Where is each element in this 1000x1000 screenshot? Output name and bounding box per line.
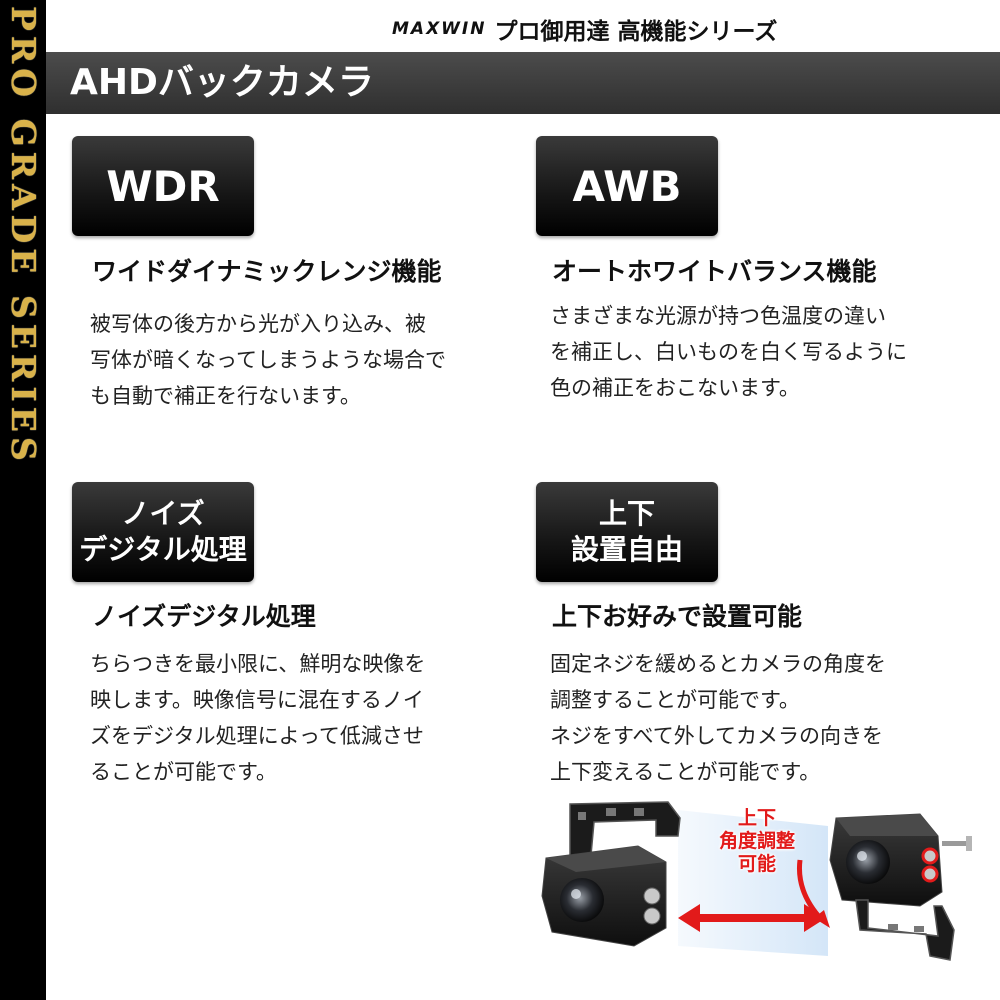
wdr-badge: WDR (72, 136, 254, 236)
annotation-line: 可能 (737, 853, 776, 875)
wdr-desc-line: も自動で補正を行ないます。 (90, 384, 361, 408)
awb-description: さまざまな光源が持つ色温度の違い を補正し、白いものを白く写るように 色の補正を… (550, 298, 907, 406)
wdr-description: 被写体の後方から光が入り込み、被 写体が暗くなってしまうような場合で も自動で補… (90, 306, 446, 414)
header-bar: AHDバックカメラ (46, 52, 1000, 114)
awb-desc-line: を補正し、白いものを白く写るように (550, 340, 907, 364)
side-banner-text: PRO GRADE SERIES (4, 6, 43, 466)
annotation-line: 上下 (737, 807, 776, 829)
noise-desc-line: ちらつきを最小限に、鮮明な映像を (90, 652, 426, 676)
mount-badge: 上下 設置自由 (536, 482, 718, 582)
rotate-arrow-icon (796, 859, 824, 922)
noise-desc-line: 映します。映像信号に混在するノイ (90, 688, 424, 712)
angle-annotation: 上下 角度調整 可能 (707, 807, 807, 876)
camera-left-icon (541, 801, 681, 947)
mount-badge-line: 上下 (598, 497, 655, 530)
brand-line: MAXWIN プロ御用達 高機能シリーズ (392, 14, 778, 45)
mount-desc-line: 上下変えることが可能です。 (550, 760, 821, 784)
brand-logo: MAXWIN (392, 19, 487, 39)
camera-right-icon (829, 813, 955, 961)
mount-desc-line: 調整することが可能です。 (550, 688, 800, 712)
brand-subtitle: プロ御用達 高機能シリーズ (494, 18, 778, 45)
screw-icon (942, 836, 972, 851)
awb-title: オートホワイトバランス機能 (552, 257, 877, 286)
wdr-desc-line: 写体が暗くなってしまうような場合で (90, 348, 446, 372)
mount-desc-line: 固定ネジを緩めるとカメラの角度を (550, 652, 886, 676)
awb-desc-line: 色の補正をおこないます。 (550, 376, 800, 400)
noise-badge-line: ノイズ (121, 497, 205, 530)
awb-badge-label: AWB (572, 161, 682, 211)
wdr-badge-label: WDR (106, 161, 220, 211)
mount-desc-line: ネジをすべて外してカメラの向きを (550, 724, 884, 748)
camera-illustration (541, 801, 972, 961)
annotation-line: 角度調整 (718, 830, 795, 852)
mount-title: 上下お好みで設置可能 (552, 602, 803, 631)
noise-desc-line: ズをデジタル処理によって低減させ (90, 724, 424, 748)
noise-desc-line: ることが可能です。 (90, 760, 277, 784)
side-banner: PRO GRADE SERIES (0, 0, 46, 1000)
noise-badge: ノイズ デジタル処理 (72, 482, 254, 582)
noise-badge-line: デジタル処理 (79, 533, 247, 566)
page-title: AHDバックカメラ (70, 62, 374, 103)
wdr-desc-line: 被写体の後方から光が入り込み、被 (90, 312, 426, 336)
noise-title: ノイズデジタル処理 (92, 602, 316, 631)
mount-description: 固定ネジを緩めるとカメラの角度を 調整することが可能です。 ネジをすべて外してカ… (550, 646, 886, 790)
noise-description: ちらつきを最小限に、鮮明な映像を 映します。映像信号に混在するノイ ズをデジタル… (90, 646, 425, 790)
wdr-title: ワイドダイナミックレンジ機能 (92, 257, 442, 286)
awb-desc-line: さまざまな光源が持つ色温度の違い (550, 304, 886, 328)
awb-badge: AWB (536, 136, 718, 236)
mount-badge-line: 設置自由 (570, 533, 683, 566)
